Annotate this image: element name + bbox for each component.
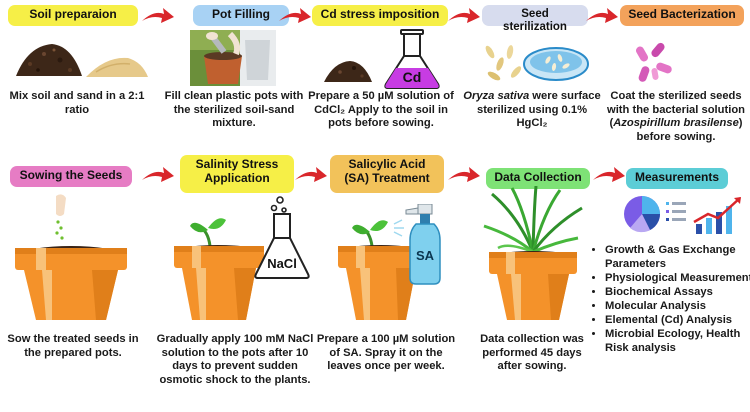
step-desc-salinity-stress: Gradually apply 100 mM NaCl solution to …	[150, 333, 320, 388]
species-name-azospirillum: Azospirillum brasilense	[613, 117, 739, 129]
arrow-right-icon	[584, 6, 620, 26]
arrow-right-icon	[293, 165, 329, 185]
list-item: Molecular Analysis	[605, 299, 750, 313]
list-item: Microbial Ecology, Health Risk analysis	[605, 327, 750, 355]
arrow-right-icon	[277, 6, 313, 26]
sa-spray-pot-illustration: SA	[336, 204, 456, 322]
list-item: Growth & Gas Exchange Parameters	[605, 243, 750, 271]
step-desc-cd-stress: Prepare a 50 µM solution of CdCl₂ Apply …	[305, 90, 457, 131]
list-item: Physiological Measurements	[605, 271, 750, 285]
species-name-oryza: Oryza sativa	[463, 90, 529, 102]
list-item: Elemental (Cd) Analysis	[605, 313, 750, 327]
step-desc-sowing-seeds: Sow the treated seeds in the prepared po…	[6, 333, 140, 360]
salinity-pot-illustration: NaCl	[168, 196, 318, 322]
list-item: Biochemical Assays	[605, 285, 750, 299]
arrow-right-icon	[446, 6, 482, 26]
bacteria-illustration	[632, 40, 678, 86]
arrow-right-icon	[591, 165, 627, 185]
step-label-measurements: Measurements	[626, 168, 728, 189]
grown-plant-pot-illustration	[478, 186, 588, 322]
step-desc-data-collection: Data collection was performed 45 days af…	[470, 333, 594, 374]
cd-flask-illustration: Cd	[322, 28, 452, 90]
flask-label-nacl: NaCl	[267, 256, 297, 271]
step-desc-soil-preparation: Mix soil and sand in a 2:1 ratio	[8, 90, 146, 117]
flask-label-cd: Cd	[403, 69, 422, 85]
step-label-salicylic-acid: Salicylic Acid (SA) Treatment	[330, 155, 444, 193]
arrow-right-icon	[140, 165, 176, 185]
step-label-pot-filling: Pot Filling	[193, 5, 289, 26]
step-label-soil-preparation: Soil preparaion	[8, 5, 138, 26]
measurements-list: Growth & Gas Exchange Parameters Physiol…	[592, 243, 750, 355]
step-label-seed-bacterization: Seed Bacterization	[620, 5, 744, 26]
seeds-petri-dish-illustration	[482, 34, 592, 84]
arrow-right-icon	[446, 165, 482, 185]
step-label-sowing-seeds: Sowing the Seeds	[10, 166, 132, 187]
step-label-salinity-stress: Salinity Stress Application	[180, 155, 294, 193]
step-desc-pot-filling: Fill clean plastic pots with the sterili…	[158, 90, 310, 131]
step-desc-salicylic-acid: Prepare a 100 µM solution of SA. Spray i…	[316, 333, 456, 374]
arrow-right-icon	[140, 6, 176, 26]
measurement-charts-illustration	[620, 194, 746, 236]
step-desc-seed-bacterization: Coat the sterilized seeds with the bacte…	[603, 90, 749, 145]
pot-filling-photo	[190, 30, 276, 86]
step-desc-seed-sterilization: Oryza sativa were surface sterilized usi…	[462, 90, 602, 131]
soil-and-sand-illustration	[10, 40, 150, 80]
bottle-label-sa: SA	[416, 248, 435, 263]
step-label-seed-sterilization: Seed sterilization	[482, 5, 588, 26]
sowing-pot-illustration	[12, 192, 130, 322]
step-label-cd-stress: Cd stress imposition	[312, 5, 448, 26]
